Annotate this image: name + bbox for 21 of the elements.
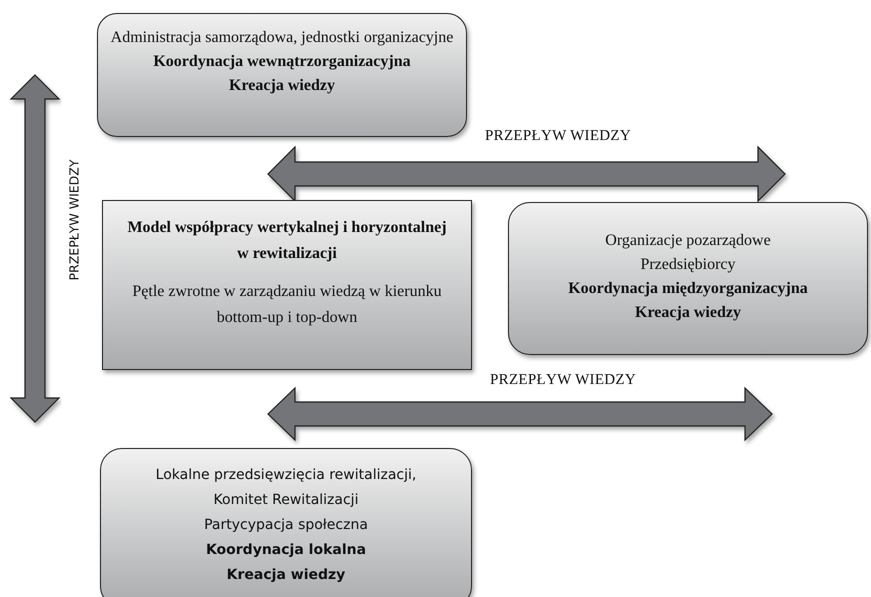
- flow-label: PRZEPŁYW WIEDZY: [485, 128, 632, 145]
- rounded-box: [100, 448, 472, 597]
- box-text: Pętle zwrotne w zarządzaniu wiedzą w kierunku bottom-up i top-down: [131, 282, 443, 328]
- box-text: Przedsiębiorcy: [640, 255, 736, 275]
- box-text: Kreacja wiedzy: [635, 303, 741, 323]
- rounded-box: [508, 202, 868, 355]
- box-text: Organizacje pozarządowe: [605, 231, 771, 251]
- box-text: Koordynacja wewnątrzorganizacyjna: [153, 52, 411, 72]
- box-text: Lokalne przedsięwzięcia rewitalizacji,: [156, 466, 416, 485]
- flow-label: PRZEPŁYW WIEDZY: [66, 160, 82, 280]
- box-text: Partycypacja społeczna: [204, 516, 368, 535]
- box-text: Administracja samorządowa, jednostki organizacyjne: [110, 28, 454, 48]
- box-text: Kreacja wiedzy: [229, 76, 335, 96]
- box-text: Koordynacja lokalna: [206, 541, 366, 560]
- box-text: Komitet Rewitalizacji: [214, 491, 358, 510]
- box-text: Kreacja wiedzy: [226, 566, 346, 585]
- box-text: Koordynacja międzyorganizacyjna: [568, 279, 808, 299]
- rounded-box: [97, 13, 467, 137]
- process-box: [102, 200, 472, 370]
- flow-label: PRZEPŁYW WIEDZY: [490, 372, 636, 389]
- box-text: Model współpracy wertykalnej i horyzontalnej w rewitalizacji: [126, 218, 448, 264]
